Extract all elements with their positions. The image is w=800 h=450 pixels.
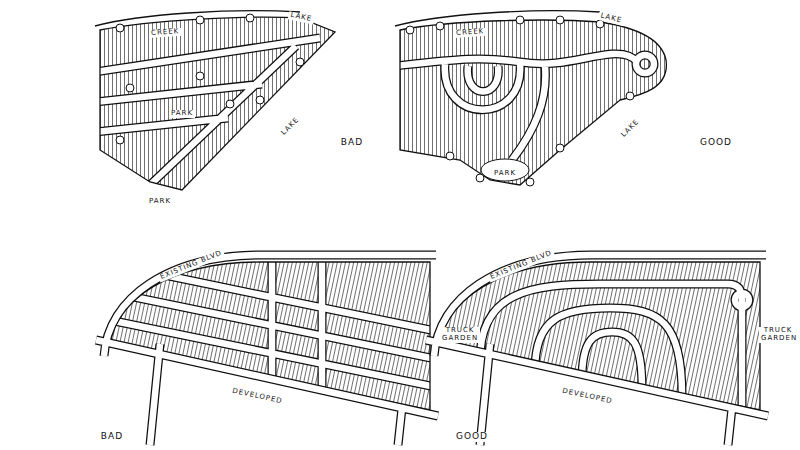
label-anchor: LAKE bbox=[597, 3, 626, 27]
lake-label: LAKE bbox=[619, 117, 643, 141]
label-anchor: PARK bbox=[169, 101, 195, 119]
lake-label: LAKE bbox=[279, 115, 303, 139]
land-use-label: DEVELOPED bbox=[559, 387, 615, 406]
park-label: PARK bbox=[492, 170, 518, 178]
verdict-label: GOOD bbox=[698, 138, 734, 148]
park-area bbox=[481, 159, 529, 181]
lot-area bbox=[395, 20, 666, 185]
label-anchor: BAD bbox=[339, 131, 365, 149]
street-edge bbox=[480, 284, 749, 410]
park-label: PARK bbox=[169, 110, 195, 118]
tree-symbols bbox=[116, 14, 304, 144]
bad-lake-plan bbox=[95, 11, 335, 190]
lot-area bbox=[95, 17, 335, 190]
lake-label: LAKE bbox=[288, 12, 315, 25]
tree-symbols bbox=[406, 16, 634, 186]
park-label: PARK bbox=[147, 198, 173, 206]
label-anchor: EXISTING BLVD bbox=[154, 241, 226, 284]
label-anchor: CREEK bbox=[148, 19, 181, 39]
label-anchor: LAKE bbox=[612, 110, 643, 141]
creek-label: CREEK bbox=[149, 28, 182, 38]
label-anchor: PARK bbox=[492, 161, 518, 179]
label-anchor: CREEK bbox=[453, 19, 486, 39]
land-use-label: DEVELOPED bbox=[229, 387, 285, 406]
lake-label: LAKE bbox=[598, 12, 625, 26]
boundary-road bbox=[96, 255, 438, 445]
street bbox=[480, 284, 749, 410]
label-anchor: PARK bbox=[147, 189, 173, 207]
parcel-outline bbox=[100, 17, 335, 190]
verdict-label: BAD bbox=[339, 138, 365, 148]
label-anchor: TRUCK GARDEN bbox=[759, 326, 797, 344]
street-edge bbox=[395, 54, 654, 160]
good-lake-plan bbox=[395, 11, 666, 186]
lot-hatching bbox=[400, 20, 666, 185]
verdict-label: BAD bbox=[99, 432, 125, 442]
boundary-road bbox=[426, 255, 768, 445]
label-anchor: LAKE bbox=[287, 3, 316, 26]
boundary-road-edge bbox=[96, 255, 438, 445]
land-use-label: TRUCK GARDEN bbox=[759, 327, 797, 342]
good-curved-plan bbox=[426, 255, 768, 445]
label-anchor: TRUCK GARDEN bbox=[440, 326, 480, 344]
land-use-label: TRUCK GARDEN bbox=[440, 327, 480, 342]
label-anchor: EXISTING BLVD bbox=[484, 241, 556, 284]
parcel-outline bbox=[400, 20, 666, 185]
label-anchor: GOOD bbox=[454, 425, 490, 443]
creek-label: CREEK bbox=[454, 28, 487, 38]
label-anchor: DEVELOPED bbox=[559, 378, 617, 407]
label-anchor: LAKE bbox=[272, 108, 303, 139]
label-anchor: DEVELOPED bbox=[229, 378, 287, 407]
street bbox=[395, 54, 654, 160]
label-anchor: BAD bbox=[99, 425, 125, 443]
boundary-road-edge bbox=[426, 255, 768, 445]
verdict-label: GOOD bbox=[454, 432, 490, 442]
road-label: EXISTING BLVD bbox=[488, 249, 556, 282]
road-label: EXISTING BLVD bbox=[158, 249, 226, 282]
bad-grid-plan bbox=[96, 255, 440, 445]
creek-line bbox=[395, 11, 600, 26]
label-anchor: GOOD bbox=[698, 131, 734, 149]
